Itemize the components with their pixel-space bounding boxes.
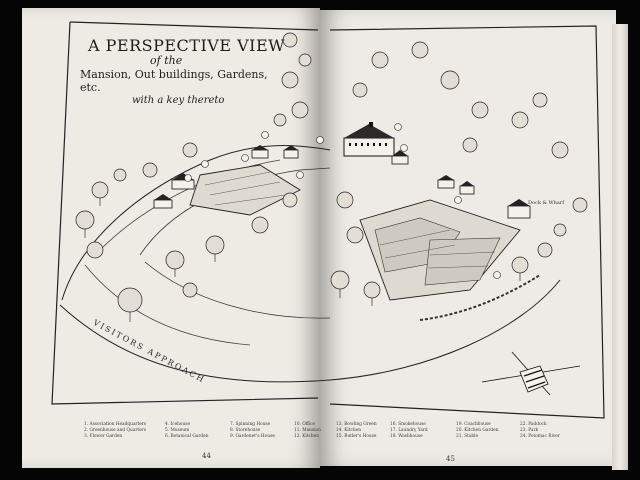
key-item: 2. Greenhouse and Quarters — [84, 428, 146, 434]
key-item: 22. Paddock — [520, 422, 547, 427]
title-line-3: Mansion, Out buildings, Gardens, etc. — [80, 68, 268, 94]
key-item: 11. Mansion — [294, 428, 321, 434]
right-page-number: 45 — [446, 455, 455, 463]
key-item: 1. Association Headquarters — [84, 422, 146, 427]
key-column-5: 13. Bowling Green 14. Kitchen 15. Butler… — [336, 422, 377, 441]
key-item: 15. Butler's House — [336, 434, 377, 440]
key-item: 9. Gardener's House — [230, 434, 275, 440]
key-column-1: 1. Association Headquarters 2. Greenhous… — [84, 422, 146, 441]
key-item: 18. Washhouse — [390, 434, 423, 440]
key-item: 7. Spinning House — [230, 422, 271, 427]
key-column-7: 19. Coachhouse 20. Kitchen Garden 21. St… — [456, 422, 498, 441]
title-line-2: of the — [150, 54, 183, 67]
key-item: 12. Kitchen — [294, 434, 319, 440]
key-column-6: 16. Smokehouse 17. Laundry Yard 18. Wash… — [390, 422, 428, 441]
key-item: 10. Office — [294, 422, 316, 427]
key-item: 13. Bowling Green — [336, 422, 377, 427]
title-line-4: with a key thereto — [132, 95, 225, 106]
key-item: 20. Kitchen Garden — [456, 428, 499, 434]
key-column-2: 4. Icehouse 5. Museum 6. Botanical Garde… — [165, 422, 208, 441]
key-item: 23. Park — [520, 428, 539, 434]
dock-label: Dock & Wharf — [528, 200, 565, 206]
key-column-4: 10. Office 11. Mansion 12. Kitchen — [294, 422, 321, 441]
key-item: 17. Laundry Yard — [390, 428, 428, 434]
key-item: 5. Museum — [165, 428, 190, 434]
left-page — [22, 8, 320, 468]
page-edges — [612, 24, 628, 470]
key-item: 14. Kitchen — [336, 428, 361, 434]
left-page-number: 44 — [202, 452, 211, 460]
key-item: 3. Flower Garden — [84, 434, 123, 440]
key-item: 16. Smokehouse — [390, 422, 426, 427]
key-item: 24. Potomac River — [520, 434, 560, 440]
key-item: 8. Storehouse — [230, 428, 261, 434]
key-column-8: 22. Paddock 23. Park 24. Potomac River — [520, 422, 560, 441]
key-item: 4. Icehouse — [165, 422, 190, 427]
map-title: A PERSPECTIVE VIEW of the Mansion, Out b… — [80, 36, 288, 106]
key-column-3: 7. Spinning House 8. Storehouse 9. Garde… — [230, 422, 275, 441]
key-item: 21. Stable — [456, 434, 479, 440]
key-item: 6. Botanical Garden — [165, 434, 209, 440]
key-item: 19. Coachhouse — [456, 422, 491, 427]
title-line-1: A PERSPECTIVE VIEW — [88, 36, 286, 55]
